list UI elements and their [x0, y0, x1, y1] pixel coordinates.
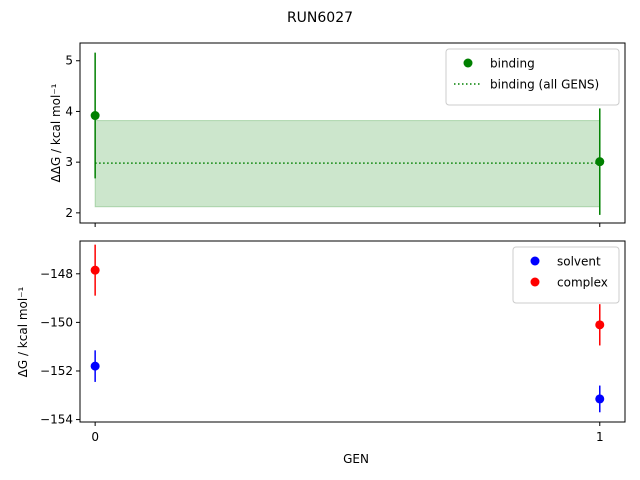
top-legend: binding binding (all GENS)	[445, 48, 620, 106]
top-point-0-0	[90, 111, 100, 121]
bottom-legend-swatch-1	[530, 277, 540, 287]
top-legend-label-1: binding (all GENS)	[490, 78, 599, 92]
bottom-ytick-label-1: −150	[40, 315, 73, 329]
top-y-axis-label: ΔΔG / kcal mol⁻¹	[49, 83, 63, 182]
bottom-point-0-1	[595, 394, 605, 404]
top-legend-swatch-0	[463, 58, 473, 68]
bottom-ytick-label-3: −154	[40, 413, 73, 427]
bottom-legend-label-0: solvent	[557, 255, 601, 269]
bottom-x-axis-label: GEN	[343, 452, 369, 466]
figure-title: RUN6027	[287, 10, 353, 26]
bottom-plot-marks	[90, 244, 605, 413]
top-ytick-label-2: 4	[65, 104, 73, 118]
top-legend-label-0: binding	[490, 57, 535, 71]
top-legend-box	[445, 48, 620, 106]
top-ytick-label-3: 5	[65, 54, 73, 68]
bottom-panel: −148 −150 −152 −154 0 1 ΔG / kcal mol⁻¹ GEN s…	[16, 240, 626, 466]
top-plot-marks	[90, 52, 605, 215]
bottom-legend-label-1: complex	[557, 276, 608, 290]
bottom-legend: solvent complex	[512, 246, 620, 304]
top-ticks: 2 3 4 5	[65, 54, 601, 227]
bottom-point-1-0	[90, 265, 100, 275]
top-point-0-1	[595, 157, 605, 167]
bottom-xtick-label-0: 0	[91, 430, 99, 444]
bottom-legend-swatch-0	[530, 256, 540, 266]
bottom-y-axis-label: ΔG / kcal mol⁻¹	[16, 286, 30, 377]
bottom-xtick-label-1: 1	[596, 430, 604, 444]
top-ytick-label-0: 2	[65, 206, 73, 220]
bottom-axes-frame	[79, 240, 626, 423]
top-panel: 2 3 4 5 ΔΔG / kcal mol⁻¹ binding binding (al…	[49, 42, 626, 227]
top-axes-frame	[79, 42, 626, 224]
top-ytick-label-1: 3	[65, 155, 73, 169]
bottom-ticks: −148 −150 −152 −154 0 1	[40, 267, 604, 444]
bottom-point-0-0	[90, 361, 100, 371]
bottom-ytick-label-0: −148	[40, 267, 73, 281]
bottom-ytick-label-2: −152	[40, 364, 73, 378]
bottom-point-1-1	[595, 320, 605, 330]
